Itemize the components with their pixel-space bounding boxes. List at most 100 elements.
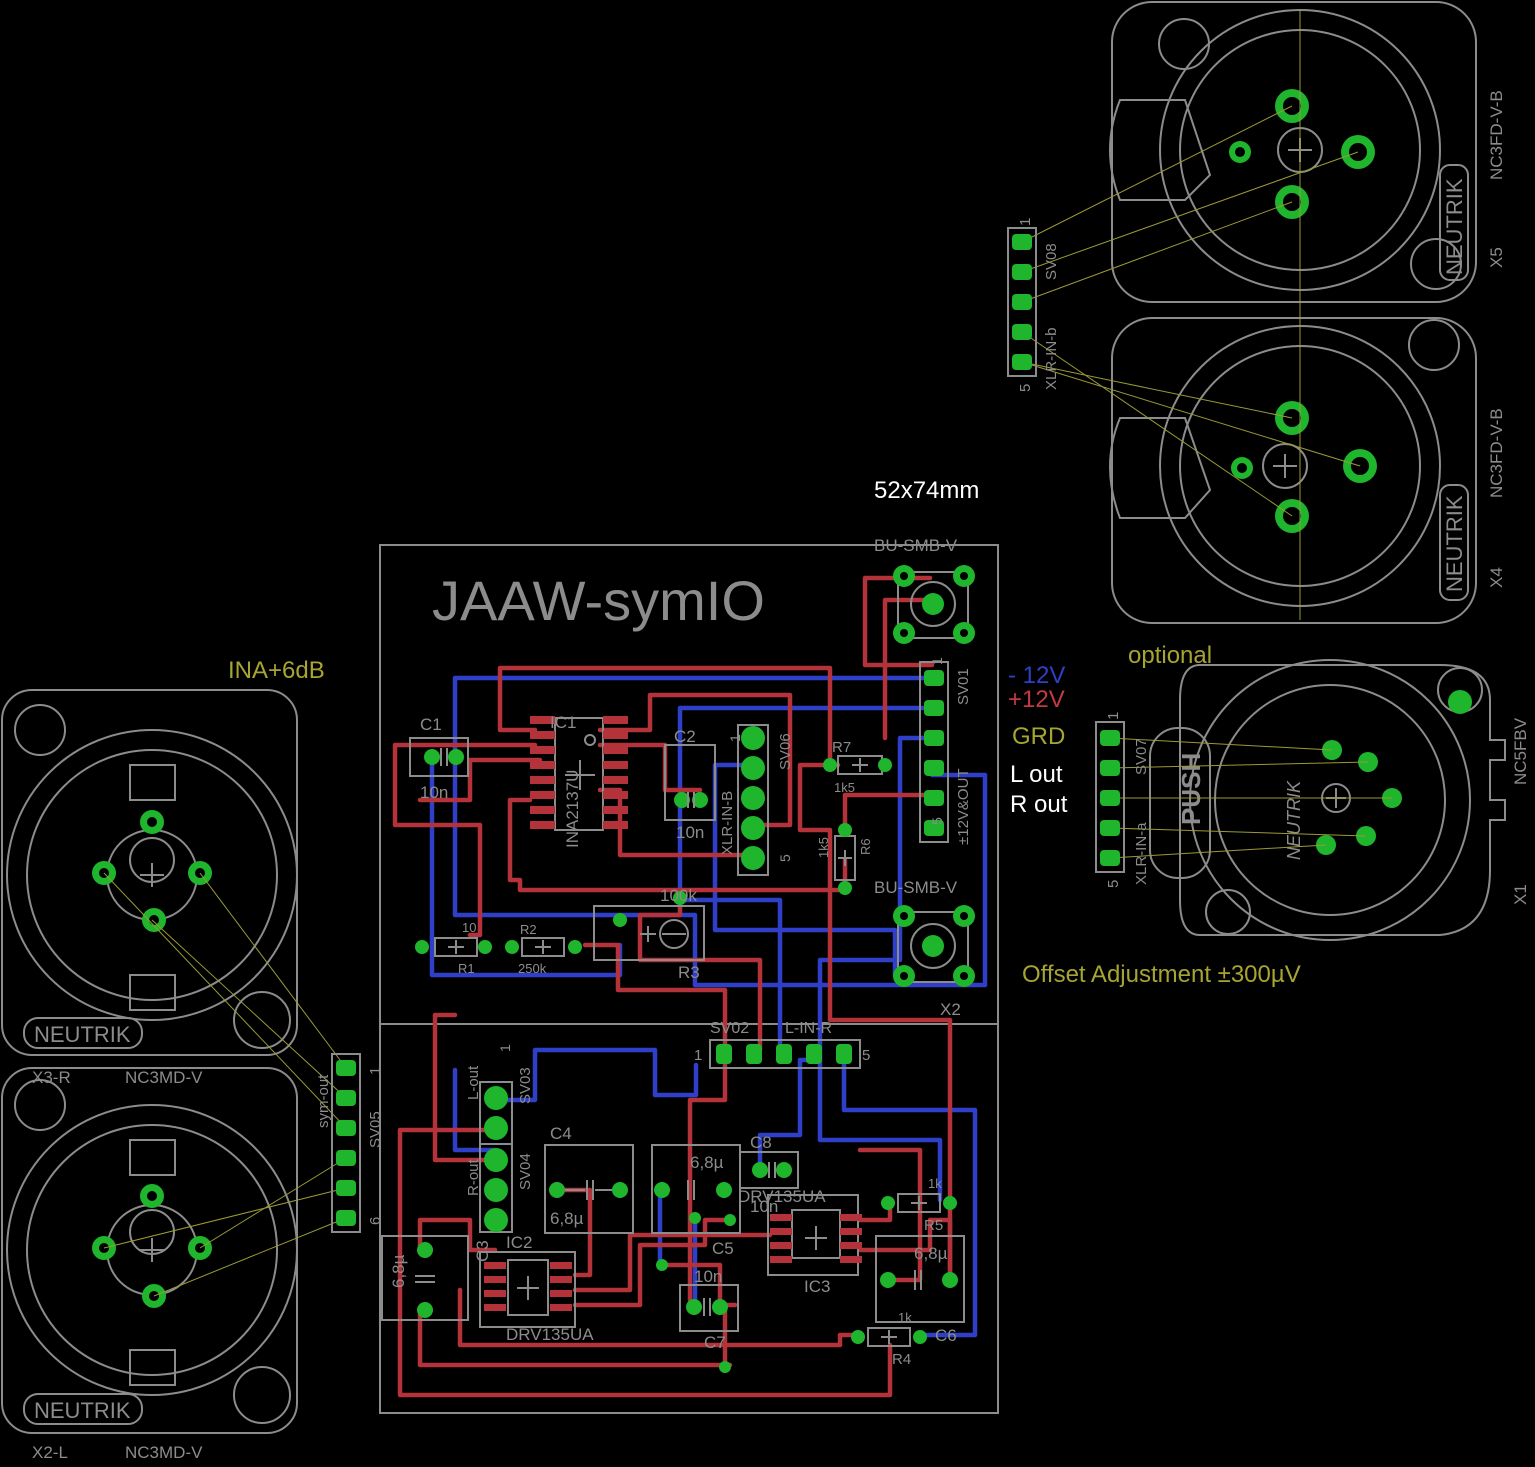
ic2-name: IC2 bbox=[506, 1233, 532, 1252]
resistor-r5: 1k R5 bbox=[881, 1176, 957, 1234]
sv05-name: SV05 bbox=[367, 1111, 384, 1148]
board-title: JAAW-symIO bbox=[432, 569, 765, 632]
x1-brand: NEUTRIK bbox=[1284, 780, 1304, 860]
bnc-top: BU-SMB-V bbox=[874, 536, 975, 644]
x5-brand: NEUTRIK bbox=[1442, 178, 1467, 275]
x1-name: X1 bbox=[1511, 884, 1530, 905]
header-sv06: 1 5 SV06 XLR-IN-B bbox=[719, 724, 794, 876]
x4-name: X4 bbox=[1487, 567, 1506, 588]
svg-text:1: 1 bbox=[929, 657, 945, 665]
x2-name: X2-L bbox=[32, 1443, 68, 1462]
capacitor-c5: 6,8µ C5 bbox=[651, 1144, 741, 1271]
ic2-drv135ua: IC2 DRV135UA bbox=[479, 1233, 594, 1344]
c1-value: 10n bbox=[420, 783, 448, 802]
ic3-name: IC3 bbox=[804, 1277, 830, 1296]
capacitor-c7: 10n C7 bbox=[679, 1267, 739, 1373]
airwires-sv05 bbox=[103, 872, 347, 1297]
c4-name: C4 bbox=[550, 1124, 572, 1143]
board-outline bbox=[379, 544, 999, 1414]
sv07-value: XLR-IN-a bbox=[1133, 822, 1150, 885]
bnc-bottom: BU-SMB-V X2 bbox=[874, 878, 975, 1019]
airwires-sv08 bbox=[1021, 10, 1361, 620]
header-sv01: 1 5 SV01 ±12V&OUT bbox=[919, 657, 972, 845]
sv01-value: ±12V&OUT bbox=[955, 768, 972, 845]
svg-text:6: 6 bbox=[367, 1217, 384, 1225]
x5-value: NC3FD-V-B bbox=[1487, 90, 1506, 180]
r1-name: R1 bbox=[458, 961, 475, 976]
label-pos12: +12V bbox=[1008, 686, 1065, 713]
ic3-drv135ua: DRV135UA IC3 bbox=[738, 1187, 862, 1296]
airwires-sv07 bbox=[1109, 737, 1392, 859]
resistor-r2: R2 250k bbox=[505, 922, 582, 976]
sv03-name: SV03 bbox=[517, 1067, 534, 1104]
x1-push: PUSH bbox=[1176, 753, 1206, 825]
x4-brand: NEUTRIK bbox=[1442, 495, 1467, 592]
x5-name: X5 bbox=[1487, 247, 1506, 268]
label-neg12: - 12V bbox=[1008, 662, 1065, 689]
x3-value: NC3MD-V bbox=[125, 1068, 203, 1087]
r3-name: R3 bbox=[678, 963, 700, 982]
sv06-name: SV06 bbox=[777, 733, 794, 770]
r7-value: 1k5 bbox=[834, 780, 855, 795]
svg-text:1: 1 bbox=[727, 734, 743, 742]
board-size: 52x74mm bbox=[874, 477, 979, 504]
sv02-value: L-IN-R bbox=[785, 1020, 832, 1037]
x2-brand: NEUTRIK bbox=[34, 1398, 131, 1423]
sv04-value: R-out bbox=[465, 1158, 482, 1196]
c1-name: C1 bbox=[420, 715, 442, 734]
x3-brand: NEUTRIK bbox=[34, 1022, 131, 1047]
label-rout: R out bbox=[1010, 791, 1068, 818]
sv06-value: XLR-IN-B bbox=[719, 791, 736, 855]
x4-value: NC3FD-V-B bbox=[1487, 408, 1506, 498]
bnc-top-value: BU-SMB-V bbox=[874, 536, 958, 555]
r3-value: 100k bbox=[660, 886, 697, 905]
r4-name: R4 bbox=[892, 1351, 911, 1368]
svg-text:5: 5 bbox=[777, 854, 793, 862]
svg-text:5: 5 bbox=[1017, 384, 1034, 392]
x1-value: NC5FBV bbox=[1511, 717, 1530, 785]
ic2-value: DRV135UA bbox=[506, 1325, 594, 1344]
note-optional: optional bbox=[1128, 642, 1212, 669]
c3-value: 6,8µ bbox=[389, 1254, 408, 1288]
connector-x1: PUSH NEUTRIK NC5FBV X1 bbox=[1149, 659, 1530, 941]
header-sv07: 1 5 SV07 XLR-IN-a bbox=[1095, 712, 1150, 888]
resistor-r6: 1k5 R6 bbox=[816, 823, 873, 895]
svg-text:1: 1 bbox=[694, 1047, 702, 1064]
c4-value: 6,8µ bbox=[550, 1209, 584, 1228]
sv08-name: SV08 bbox=[1043, 243, 1060, 280]
capacitor-c4: C4 6,8µ bbox=[544, 1124, 634, 1234]
c8-value: 10n bbox=[750, 1197, 778, 1216]
note-ina-gain: INA+6dB bbox=[228, 657, 325, 684]
connector-x4: NEUTRIK NC3FD-V-B X4 bbox=[1109, 317, 1506, 624]
header-sv04: R-out SV04 bbox=[465, 1143, 534, 1233]
svg-text:1: 1 bbox=[497, 1044, 513, 1052]
r2-value: 250k bbox=[518, 961, 547, 976]
sv05-value: sym-out bbox=[315, 1074, 332, 1128]
header-sv08: 1 5 SV08 XLR-IN-b bbox=[1007, 218, 1060, 392]
connector-x2: NEUTRIK X2-L NC3MD-V bbox=[1, 1067, 298, 1462]
label-lout: L out bbox=[1010, 761, 1063, 788]
c5-name: C5 bbox=[712, 1239, 734, 1258]
bnc-bottom-name: X2 bbox=[940, 1000, 961, 1019]
sv03-value: L-out bbox=[465, 1065, 482, 1100]
r6-name: R6 bbox=[858, 838, 873, 855]
trimmer-r3: 100k R3 bbox=[593, 886, 705, 982]
note-offset: Offset Adjustment ±300µV bbox=[1022, 961, 1301, 988]
capacitor-c6: 6,8µ C6 bbox=[875, 1235, 965, 1345]
c2-value: 10n bbox=[676, 823, 704, 842]
resistor-r1: 10 R1 bbox=[415, 920, 492, 976]
c6-name: C6 bbox=[935, 1326, 957, 1345]
header-sv05: 1 6 sym-out SV05 bbox=[315, 1053, 384, 1233]
capacitor-c3: 6,8µ C3 bbox=[381, 1235, 492, 1321]
r2-name: R2 bbox=[520, 922, 537, 937]
ic1-value: INA2137U bbox=[563, 770, 582, 848]
c6-value: 6,8µ bbox=[914, 1244, 948, 1263]
label-grd: GRD bbox=[1012, 723, 1065, 750]
sv02-name: SV02 bbox=[710, 1020, 749, 1037]
ic1-name: IC1 bbox=[550, 713, 576, 732]
svg-text:1: 1 bbox=[367, 1067, 384, 1075]
r7-name: R7 bbox=[832, 739, 851, 756]
c5-value: 6,8µ bbox=[690, 1153, 724, 1172]
bnc-bottom-value: BU-SMB-V bbox=[874, 878, 958, 897]
